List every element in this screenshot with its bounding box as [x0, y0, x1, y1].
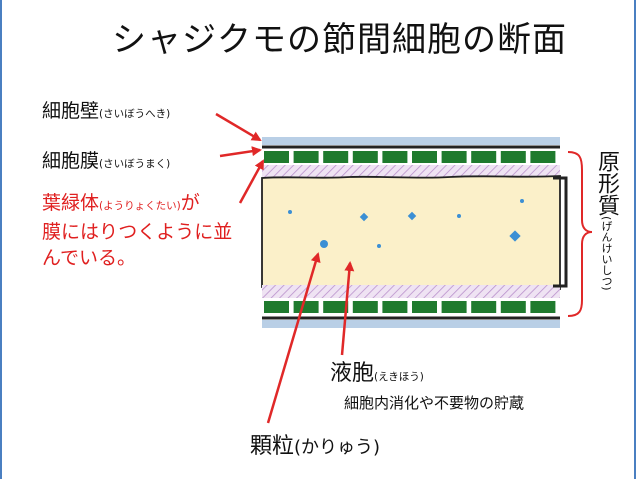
- label-reading: (さいぼうまく): [99, 158, 171, 170]
- label-cell-membrane: 細胞膜(さいぼうまく): [42, 146, 170, 173]
- chloroplast: [471, 301, 497, 313]
- chloroplast: [382, 151, 408, 163]
- chloroplast: [293, 151, 319, 163]
- slide-frame-left: [0, 0, 2, 479]
- label-cell-wall: 細胞壁(さいぼうへき): [42, 96, 170, 123]
- granule: [457, 214, 461, 218]
- label-vacuole-note: 細胞内消化や不要物の貯蔵: [344, 394, 525, 412]
- label-main: 顆粒: [250, 434, 295, 459]
- chloroplast: [412, 301, 437, 313]
- chloroplast: [412, 151, 437, 163]
- label-granule: 顆粒(かりゅう): [250, 428, 380, 460]
- label-chloroplast: 葉緑体(ようりょくたい)が 膜にはりつくように並 んでいる。: [42, 190, 232, 271]
- label-line: 葉緑体(ようりょくたい)が: [42, 192, 200, 214]
- label-line: んでいる。: [42, 247, 137, 269]
- granules: [288, 199, 524, 248]
- vacuole-bracket: [553, 176, 568, 288]
- chloroplast: [471, 151, 497, 163]
- chloroplast: [323, 151, 349, 163]
- chloroplast: [352, 151, 378, 163]
- chloroplast: [441, 151, 467, 163]
- arrow-vacuole: [340, 261, 355, 356]
- chloroplast: [500, 151, 526, 163]
- label-protoplasm: 原形質(げんけいしつ): [590, 150, 622, 291]
- label-reading: (げんけいしつ): [600, 216, 613, 291]
- chloroplast: [530, 301, 556, 313]
- label-main: 液胞: [330, 361, 375, 386]
- cell-wall-top: [262, 137, 560, 145]
- granule: [320, 240, 328, 248]
- chloroplast: [441, 301, 467, 313]
- label-main: 細胞膜: [42, 150, 100, 172]
- label-main: 細胞壁: [42, 100, 100, 122]
- label-reading: (えきほう): [374, 371, 424, 383]
- chloroplast: [323, 301, 349, 313]
- arrow-cell-wall: [215, 112, 262, 142]
- chloroplast: [500, 301, 526, 313]
- slide-frame-right: [634, 0, 636, 479]
- label-line: 膜にはりつくように並: [42, 221, 233, 243]
- label-reading: (さいぼうへき): [99, 108, 171, 120]
- label-reading: (かりゅう): [294, 437, 381, 458]
- chloroplast: [293, 301, 319, 313]
- chloroplast-row-bottom: [264, 301, 556, 313]
- label-vacuole: 液胞(えきほう): [330, 355, 424, 387]
- cell-wall-bottom: [262, 320, 560, 328]
- arrow-cell-membrane: [219, 146, 262, 158]
- granule: [407, 211, 417, 221]
- arrow-chloroplast: [238, 159, 265, 204]
- label-main: 原形質: [594, 150, 619, 216]
- chloroplast: [352, 301, 378, 313]
- chloroplast-row-top: [264, 151, 556, 163]
- granule: [509, 230, 521, 242]
- protoplasm-bracket: [567, 151, 593, 317]
- protoplasm-layer-bottom: [262, 285, 560, 298]
- diagram-title: シャジクモの節間細胞の断面: [112, 20, 567, 60]
- granule: [359, 212, 369, 222]
- granule: [520, 199, 524, 203]
- granule: [288, 210, 292, 214]
- arrow-granule: [266, 252, 321, 424]
- chloroplast: [382, 301, 408, 313]
- chloroplast: [530, 151, 556, 163]
- chloroplast: [264, 151, 289, 163]
- granule: [377, 244, 381, 248]
- chloroplast: [264, 301, 289, 313]
